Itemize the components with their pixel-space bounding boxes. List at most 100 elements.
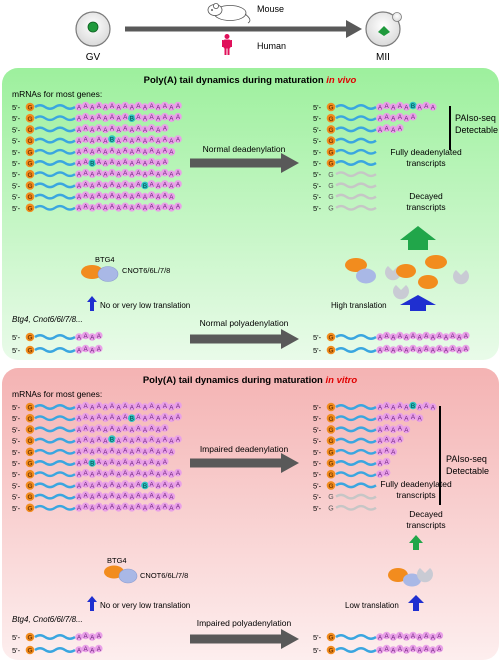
green-up-arrow [400,226,436,250]
a-nucleotide [114,103,123,111]
nucleotide-letter: A [136,137,141,144]
cap-letter: G [328,472,333,479]
a-nucleotide [435,344,444,353]
nucleotide-letter: A [156,205,161,212]
a-nucleotide [154,192,162,201]
high-translation-arrow [408,595,424,611]
nucleotide-letter: A [110,493,115,500]
five-prime-label: 5'- [313,333,322,342]
nucleotide-letter: A [136,448,141,455]
nucleotide-letter: A [143,160,148,167]
nucleotide-letter: A [110,470,115,477]
a-nucleotide [81,331,90,340]
nucleotide-letter: A [143,149,148,156]
cap-letter: G [328,127,333,134]
decayed-label-2: transcripts [406,202,445,212]
nucleotide-letter: A [97,403,102,410]
a-nucleotide [167,448,176,456]
a-nucleotide [141,114,149,122]
cap-icon [25,645,35,655]
nucleotide-letter: A [83,333,88,340]
a-nucleotide [409,331,417,340]
five-prime-label: 5'- [313,137,322,146]
a-nucleotide [114,492,123,501]
a-nucleotide [147,168,156,177]
a-nucleotide [141,159,149,167]
nucleotide-letter: A [110,159,115,166]
cap-icon [326,136,336,145]
a-nucleotide [75,492,83,501]
nucleotide-letter: A [163,103,168,110]
mrna-body [335,334,377,340]
nucleotide-letter: A [450,346,455,353]
mrna-body [34,204,76,211]
nucleotide-letter: A [437,346,442,353]
a-nucleotide [134,491,143,499]
a-nucleotide [88,333,96,341]
a-nucleotide [141,492,149,501]
nucleotide-letter: A [116,472,121,479]
a-nucleotide [402,103,411,111]
cap-icon [25,402,35,412]
a-nucleotide [128,492,136,501]
a-nucleotide [108,457,116,466]
five-prime-label: 5'- [12,459,21,468]
nucleotide-letter: A [123,414,128,421]
nucleotide-letter: A [110,148,115,155]
nucleotide-letter: A [90,172,95,179]
nucleotide-letter: A [464,333,469,340]
a-nucleotide [442,346,450,354]
a-nucleotide [95,180,103,188]
a-nucleotide [75,346,83,354]
a-nucleotide [114,481,123,490]
nucleotide-letter: A [123,159,128,166]
high-translation-label: High translation [331,301,387,310]
a-nucleotide [88,425,96,434]
a-nucleotide [101,414,110,423]
cap-letter: G [328,116,333,123]
nucleotide-letter: A [77,634,82,641]
nucleotide-letter: A [176,114,181,121]
genes-label: mRNAs for most genes: [12,389,102,399]
cap-letter: G [27,127,32,134]
a-nucleotide [114,414,123,423]
nucleotide-letter: A [77,149,82,156]
nucleotide-letter: A [149,414,154,421]
a-nucleotide [128,125,136,134]
detectable-label: Detectable [446,466,489,476]
cap-icon [25,503,35,513]
a-nucleotide [415,414,424,423]
five-prime-label: 5'- [12,481,21,490]
a-nucleotide [81,412,90,421]
mrna-body [34,426,76,433]
nucleotide-letter: A [391,404,396,411]
nucleotide-letter: A [176,470,181,477]
a-nucleotide [154,492,162,501]
nucleotide-letter: A [163,137,168,144]
cnot-protein-icon [97,266,119,282]
five-prime-label: 5'- [12,114,21,123]
a-nucleotide [95,401,103,410]
nucleotide-letter: A [103,460,108,467]
a-nucleotide [121,202,129,211]
nucleotide-letter: B [130,116,134,123]
nucleotide-letter: A [149,170,154,177]
cap-icon [326,125,336,134]
nucleotide-letter: B [110,137,114,144]
nucleotide-letter: A [378,416,383,423]
a-nucleotide [396,631,404,640]
a-nucleotide [154,204,162,212]
five-prime-label: 5'- [313,125,322,134]
nucleotide-letter: A [110,204,115,211]
maturation-arrow-head [346,20,362,38]
green-up-arrow [409,535,423,550]
nucleotide-letter: A [103,205,108,212]
a-nucleotide [382,401,391,410]
mrna-body [34,160,76,166]
a-nucleotide [81,157,90,166]
nucleotide-letter: A [116,483,121,490]
